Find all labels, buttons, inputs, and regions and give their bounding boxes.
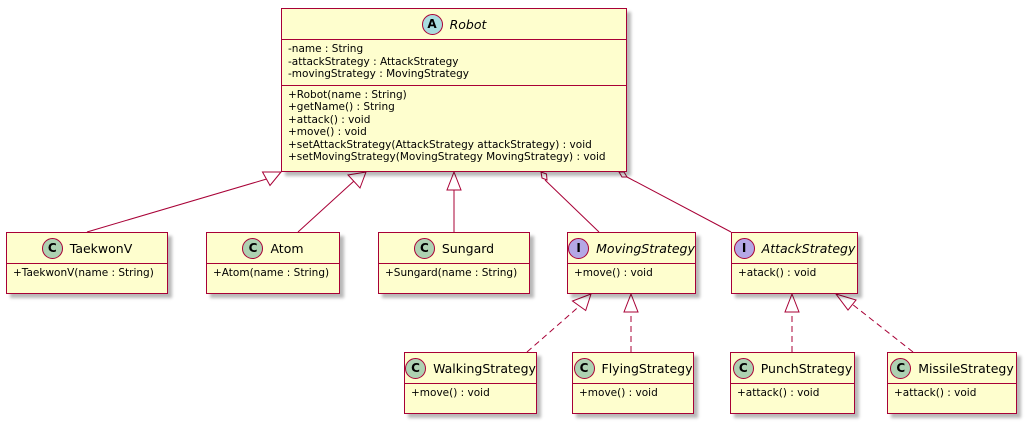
realization-flying-moving xyxy=(623,292,639,352)
taekwonv-methods: +TaekwonV(name : String) xyxy=(7,264,167,284)
method: +setAttackStrategy(AttackStrategy attack… xyxy=(288,138,592,151)
attackstrategy-header: I AttackStrategy xyxy=(732,233,857,264)
class-name: TaekwonV xyxy=(69,240,133,256)
atom-class: C Atom +Atom(name : String) xyxy=(206,232,340,294)
movingstrategy-header: I MovingStrategy xyxy=(568,233,695,264)
class-name: FlyingStrategy xyxy=(601,360,693,376)
missilestrategy-header: C MissileStrategy xyxy=(888,353,1016,384)
walkingstrategy-methods: +move() : void xyxy=(405,384,536,404)
attackstrategy-methods: +atack() : void xyxy=(732,264,857,284)
atom-methods: +Atom(name : String) xyxy=(207,264,339,284)
aggregation-robot-attackstrategy xyxy=(618,171,732,233)
class-icon: C xyxy=(41,237,63,259)
flyingstrategy-methods: +move() : void xyxy=(573,384,693,404)
sungard-header: C Sungard xyxy=(379,233,529,264)
punchstrategy-methods: +attack() : void xyxy=(731,384,854,404)
class-name: WalkingStrategy xyxy=(433,360,536,376)
movingstrategy-methods: +move() : void xyxy=(568,264,695,284)
method: +attack() : void xyxy=(288,113,371,126)
class-name: Sungard xyxy=(441,240,495,256)
punchstrategy-header: C PunchStrategy xyxy=(731,353,854,384)
missilestrategy-methods: +attack() : void xyxy=(888,384,1016,404)
method: +setMovingStrategy(MovingStrategy Moving… xyxy=(288,151,606,163)
taekwonv-class: C TaekwonV +TaekwonV(name : String) xyxy=(6,232,168,294)
class-icon: C xyxy=(890,357,912,379)
class-name: Atom xyxy=(270,240,304,256)
method: +move() : void xyxy=(579,387,658,399)
interface-name: AttackStrategy xyxy=(761,240,856,256)
flyingstrategy-class: C FlyingStrategy +move() : void xyxy=(572,352,694,414)
flyingstrategy-header: C FlyingStrategy xyxy=(573,353,693,384)
method: +attack() : void xyxy=(894,387,977,399)
method: +getName() : String xyxy=(288,101,395,113)
inheritance-taekwonv-robot xyxy=(86,171,283,233)
interface-icon: I xyxy=(733,237,755,259)
inheritance-sungard-robot xyxy=(446,170,462,232)
walkingstrategy-header: C WalkingStrategy xyxy=(405,353,536,384)
method: +TaekwonV(name : String) xyxy=(13,267,154,279)
method: +move() : void xyxy=(574,267,653,279)
class-icon: C xyxy=(573,357,595,379)
realization-punch-attack xyxy=(784,292,800,352)
class-icon: C xyxy=(242,237,264,259)
robot-methods: +Robot(name : String) +getName() : Strin… xyxy=(282,84,626,168)
realization-missile-attack xyxy=(834,293,914,353)
sungard-class: C Sungard +Sungard(name : String) xyxy=(378,232,530,294)
walkingstrategy-class: C WalkingStrategy +move() : void xyxy=(404,352,537,414)
robot-fields: -name : String -attackStrategy : AttackS… xyxy=(282,40,626,85)
movingstrategy-interface: I MovingStrategy +move() : void xyxy=(567,232,696,294)
class-icon: C xyxy=(413,237,435,259)
interface-icon: I xyxy=(568,237,590,259)
method: +move() : void xyxy=(288,126,367,138)
class-name: PunchStrategy xyxy=(760,360,853,376)
missilestrategy-class: C MissileStrategy +attack() : void xyxy=(887,352,1017,414)
inheritance-atom-robot xyxy=(297,171,367,233)
abstract-class-icon: A xyxy=(421,13,443,35)
field: -attackStrategy : AttackStrategy xyxy=(288,55,459,68)
method: +Atom(name : String) xyxy=(213,267,330,279)
method: +atack() : void xyxy=(738,267,817,279)
method: +attack() : void xyxy=(737,387,820,399)
interface-name: MovingStrategy xyxy=(596,240,695,256)
class-name: MissileStrategy xyxy=(918,360,1014,376)
robot-header: A Robot xyxy=(282,9,626,40)
class-icon: C xyxy=(405,357,427,379)
realization-walking-moving xyxy=(526,293,592,353)
field: -movingStrategy : MovingStrategy xyxy=(288,68,470,80)
taekwonv-header: C TaekwonV xyxy=(7,233,167,264)
method: +Sungard(name : String) xyxy=(385,267,518,279)
punchstrategy-class: C PunchStrategy +attack() : void xyxy=(730,352,855,414)
sungard-methods: +Sungard(name : String) xyxy=(379,264,529,284)
method: +Robot(name : String) xyxy=(288,88,407,101)
class-name: Robot xyxy=(449,16,487,32)
class-icon: C xyxy=(732,357,754,379)
field: -name : String xyxy=(288,43,364,55)
method: +move() : void xyxy=(411,387,490,399)
robot-class: A Robot -name : String -attackStrategy :… xyxy=(281,8,627,172)
aggregation-robot-movingstrategy xyxy=(540,171,600,233)
atom-header: C Atom xyxy=(207,233,339,264)
attackstrategy-interface: I AttackStrategy +atack() : void xyxy=(731,232,858,294)
